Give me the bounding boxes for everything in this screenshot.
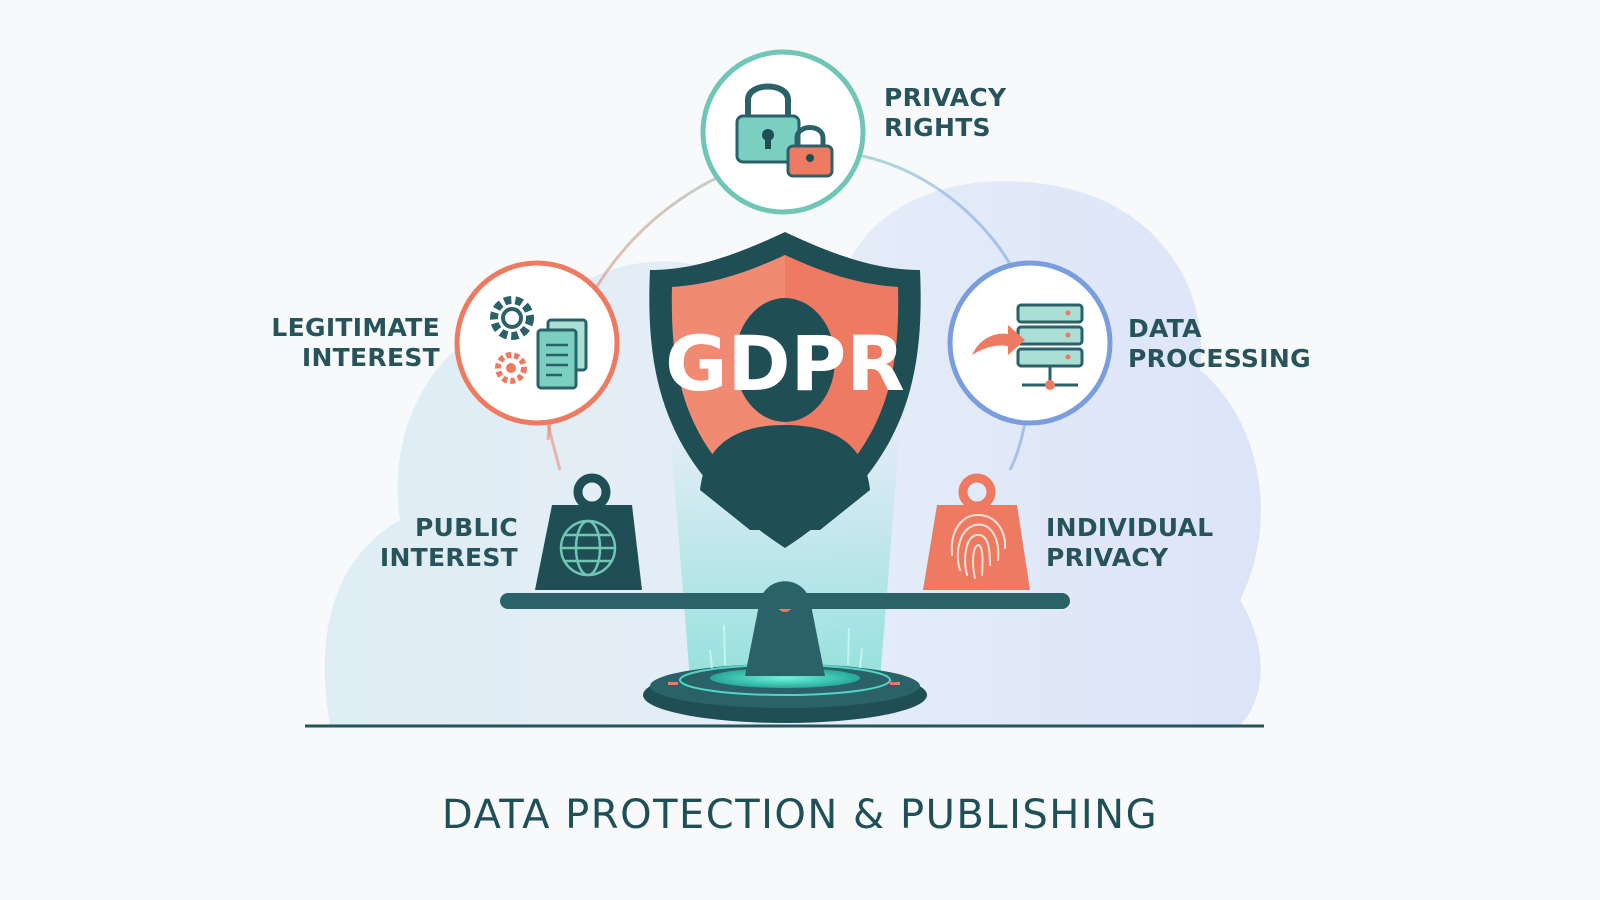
padlock-icon <box>735 83 834 178</box>
weight-individual-privacy <box>923 473 1030 590</box>
node-privacy-rights <box>700 49 866 215</box>
pedestal-base <box>643 664 927 723</box>
gear-document-icon <box>490 296 588 390</box>
server-arrow-icon <box>972 303 1084 390</box>
label-privacy-rights: PRIVACY RIGHTS <box>884 83 1007 142</box>
arc-left-link <box>546 424 562 471</box>
gdpr-shield: GDPR <box>649 232 921 548</box>
scale-beam <box>500 593 1070 609</box>
label-data-processing: DATA PROCESSING <box>1128 314 1311 373</box>
label-individual-privacy: INDIVIDUAL PRIVACY <box>1046 513 1214 572</box>
weight-public-interest <box>535 473 642 590</box>
globe-icon <box>559 519 617 577</box>
shield-label: GDPR <box>665 319 905 408</box>
diagram-caption: DATA PROTECTION & PUBLISHING <box>441 792 1159 838</box>
label-legitimate-interest: LEGITIMATE INTEREST <box>271 313 440 372</box>
sparkles <box>709 624 863 669</box>
node-data-processing <box>947 260 1113 426</box>
person-silhouette-icon <box>700 298 870 530</box>
node-legitimate-interest <box>454 260 620 426</box>
fingerprint-icon <box>950 513 1007 579</box>
label-public-interest: PUBLIC INTEREST <box>379 513 518 572</box>
